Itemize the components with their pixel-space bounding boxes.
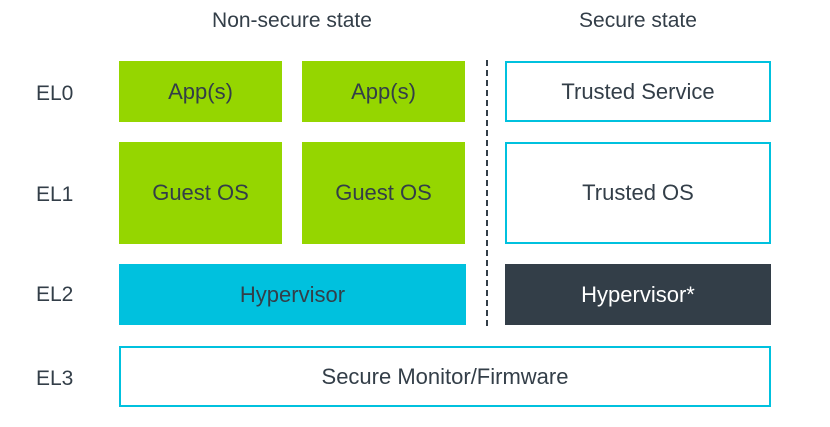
non-secure-state-header: Non-secure state (212, 9, 372, 32)
app-box-1: App(s) (119, 61, 282, 122)
el3-label: EL3 (36, 367, 74, 390)
secure-hypervisor-box: Hypervisor* (505, 264, 771, 325)
trusted-service-box: Trusted Service (505, 61, 771, 122)
security-state-divider (486, 60, 488, 326)
guest-os-box-1: Guest OS (119, 142, 282, 244)
secure-state-header: Secure state (579, 9, 697, 32)
hypervisor-box: Hypervisor (119, 264, 466, 325)
el2-label: EL2 (36, 283, 74, 306)
trusted-os-box: Trusted OS (505, 142, 771, 244)
app-box-2: App(s) (302, 61, 465, 122)
secure-monitor-firmware-box: Secure Monitor/Firmware (119, 346, 771, 407)
el0-label: EL0 (36, 82, 74, 105)
el1-label: EL1 (36, 183, 74, 206)
guest-os-box-2: Guest OS (302, 142, 465, 244)
